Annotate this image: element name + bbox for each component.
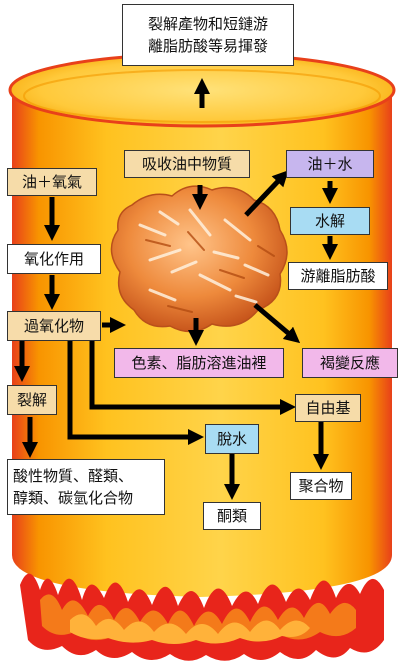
node-oxidation: 氧化作用 — [7, 244, 101, 274]
node-acid-products: 酸性物質、醛類、醇類、碳氫化合物 — [7, 459, 165, 515]
node-oil-oxygen: 油＋氧氣 — [7, 168, 97, 196]
node-dehydration: 脫水 — [205, 424, 259, 454]
node-cracking: 裂解 — [7, 385, 57, 415]
node-volatile-products: 裂解產物和短鏈游離脂肪酸等易揮發 — [122, 4, 294, 66]
node-acid-products-line1: 酸性物質、醛類、 — [13, 466, 134, 485]
fire — [20, 573, 384, 661]
arrow-food-oilwater — [244, 170, 289, 217]
node-browning: 褐變反應 — [302, 348, 398, 378]
flow-arrows — [13, 77, 339, 501]
node-free-fatty-acid: 游離脂肪酸 — [288, 262, 388, 290]
node-ketones: 酮類 — [203, 502, 261, 530]
arrow-peroxide-freeradical — [89, 341, 297, 416]
node-oil-water: 油＋水 — [286, 150, 374, 178]
node-acid-products-line2: 醇類、碳氫化合物 — [13, 489, 134, 507]
node-polymer: 聚合物 — [290, 472, 352, 500]
node-volatile-products-line2: 離脂肪酸等易揮發 — [147, 37, 268, 55]
node-volatile-products-line1: 裂解產物和短鏈游 — [147, 14, 268, 33]
node-hydrolysis: 水解 — [290, 207, 370, 235]
arrow-food-browning — [253, 303, 301, 344]
arrow-peroxide-dehydration — [67, 341, 205, 446]
node-pigment-fat: 色素、脂肪溶進油裡 — [114, 348, 284, 378]
node-free-radical: 自由基 — [295, 394, 361, 422]
node-absorb: 吸收油中物質 — [124, 150, 250, 178]
fried-food-image — [110, 185, 288, 333]
node-peroxide: 過氧化物 — [7, 311, 101, 341]
